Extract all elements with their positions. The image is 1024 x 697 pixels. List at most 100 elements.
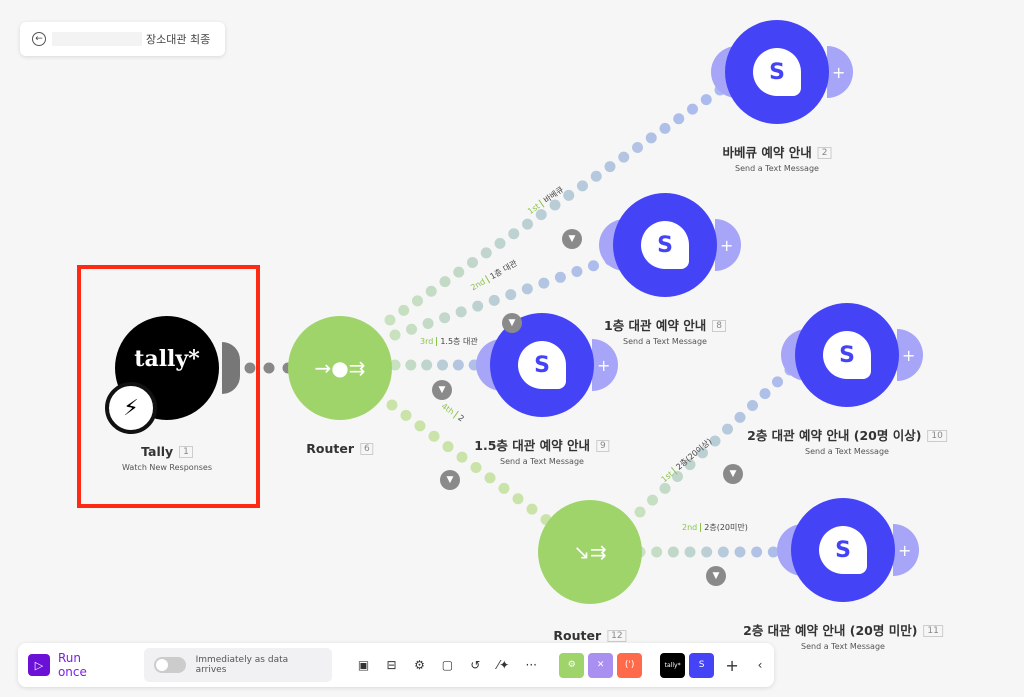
connection-dot bbox=[767, 546, 779, 558]
filter-icon[interactable]: ▼ bbox=[562, 229, 582, 249]
connection-dot bbox=[505, 289, 517, 301]
notes-icon[interactable]: ▢ bbox=[441, 658, 454, 672]
connection-dot bbox=[389, 359, 401, 371]
plus-icon: + bbox=[720, 235, 734, 255]
connection-dot bbox=[470, 462, 482, 473]
connection-dot bbox=[412, 295, 423, 307]
more-icon[interactable]: ··· bbox=[525, 658, 537, 672]
connection-dot bbox=[398, 304, 410, 316]
message-app-logo-icon: S bbox=[753, 48, 801, 96]
flow-control-icon[interactable]: ✕ bbox=[588, 652, 614, 678]
connection-dot bbox=[422, 317, 434, 329]
lightning-icon[interactable]: ⚡ bbox=[105, 382, 157, 434]
connection-dot bbox=[421, 359, 433, 371]
connection-dot bbox=[521, 283, 533, 295]
connection-dot bbox=[772, 376, 783, 388]
connection-dot bbox=[386, 399, 398, 411]
arrow-left-circle-icon: ← bbox=[32, 32, 46, 46]
text-parser-icon[interactable]: (') bbox=[617, 652, 643, 678]
connection-dot bbox=[538, 277, 550, 289]
plus-icon: + bbox=[832, 62, 846, 82]
message-module[interactable]: S bbox=[613, 193, 717, 297]
message-app-icon[interactable]: S bbox=[689, 652, 715, 678]
message-module[interactable]: S bbox=[490, 313, 594, 417]
connection-dot bbox=[667, 546, 679, 558]
connection-dot bbox=[453, 266, 465, 278]
connection-dot bbox=[687, 103, 698, 115]
connection-dot bbox=[651, 546, 663, 558]
message-app-logo-icon: S bbox=[518, 341, 566, 389]
connection-dot bbox=[512, 493, 524, 505]
run-once-button[interactable]: ▷Run once bbox=[28, 651, 114, 679]
tools-icon[interactable]: ⚙ bbox=[559, 652, 585, 678]
connection-dot bbox=[647, 494, 658, 506]
trigger-output-handle[interactable] bbox=[222, 342, 240, 394]
router-icon: ↘⇉ bbox=[573, 540, 607, 564]
tally-app-icon[interactable]: tally* bbox=[660, 652, 686, 678]
connection-dot bbox=[384, 314, 396, 326]
scenario-io-icon[interactable]: ⊟ bbox=[386, 658, 397, 672]
connection-dot bbox=[759, 388, 771, 400]
connection-dot bbox=[456, 451, 468, 463]
connection-dot bbox=[488, 294, 500, 306]
connection-dot bbox=[563, 189, 575, 201]
plus-icon: + bbox=[898, 540, 912, 560]
filter-icon[interactable]: ▼ bbox=[723, 464, 743, 484]
filter-icon[interactable]: ▼ bbox=[502, 313, 522, 333]
message-app-logo-icon: S bbox=[819, 526, 867, 574]
filter-icon[interactable]: ▼ bbox=[706, 566, 726, 586]
toggle-switch[interactable] bbox=[153, 657, 186, 673]
connection-dot bbox=[554, 271, 566, 283]
message-app-logo-icon: S bbox=[823, 331, 871, 379]
connection-dot bbox=[522, 218, 533, 230]
add-module-icon[interactable]: + bbox=[725, 655, 739, 675]
redacted-text bbox=[52, 32, 142, 46]
connection-dot bbox=[494, 237, 506, 249]
connection-dot bbox=[709, 435, 721, 447]
connection-dot bbox=[734, 411, 746, 423]
connection-dot bbox=[590, 170, 602, 182]
connection-dot bbox=[414, 420, 426, 432]
filter-icon[interactable]: ▼ bbox=[440, 470, 460, 490]
connection-dot bbox=[406, 323, 418, 335]
save-icon[interactable]: ▣ bbox=[357, 658, 370, 672]
connection-dot bbox=[442, 441, 454, 453]
connection-dot bbox=[672, 471, 683, 482]
connection-dot bbox=[549, 199, 561, 211]
connection-dot bbox=[467, 257, 478, 268]
schedule-toggle[interactable]: Immediately as data arrives bbox=[143, 648, 332, 682]
settings-icon[interactable]: ⚙ bbox=[414, 658, 425, 672]
connection-dot bbox=[722, 423, 733, 435]
connection-dot bbox=[604, 161, 616, 173]
connection-dot bbox=[425, 285, 437, 297]
highlight-box bbox=[77, 265, 260, 508]
message-module[interactable]: S bbox=[725, 20, 829, 124]
back-button[interactable]: ← 장소대관 최종 bbox=[20, 22, 225, 56]
connection-dot bbox=[684, 459, 696, 471]
router-icon: →●⇉ bbox=[314, 356, 366, 380]
connection-dot bbox=[455, 306, 467, 318]
plus-icon: + bbox=[902, 345, 916, 365]
router-module-2[interactable]: ↘⇉ bbox=[538, 500, 642, 604]
router-module[interactable]: →●⇉ bbox=[288, 316, 392, 420]
connection-dot bbox=[244, 362, 256, 374]
connection-dot bbox=[700, 94, 712, 106]
auto-align-icon[interactable]: ⁄✦ bbox=[497, 658, 510, 672]
message-module[interactable]: S bbox=[795, 303, 899, 407]
connection-dot bbox=[437, 359, 448, 371]
undo-icon[interactable]: ↺ bbox=[470, 658, 481, 672]
connection-dot bbox=[498, 482, 510, 494]
connection-dot bbox=[659, 482, 671, 494]
message-module[interactable]: S bbox=[791, 498, 895, 602]
play-icon: ▷ bbox=[28, 654, 50, 676]
connection-dot bbox=[439, 312, 451, 324]
collapse-icon[interactable]: ‹ bbox=[757, 658, 763, 672]
connection-dot bbox=[751, 546, 763, 558]
filter-icon[interactable]: ▼ bbox=[432, 380, 452, 400]
connection-dot bbox=[645, 132, 657, 144]
